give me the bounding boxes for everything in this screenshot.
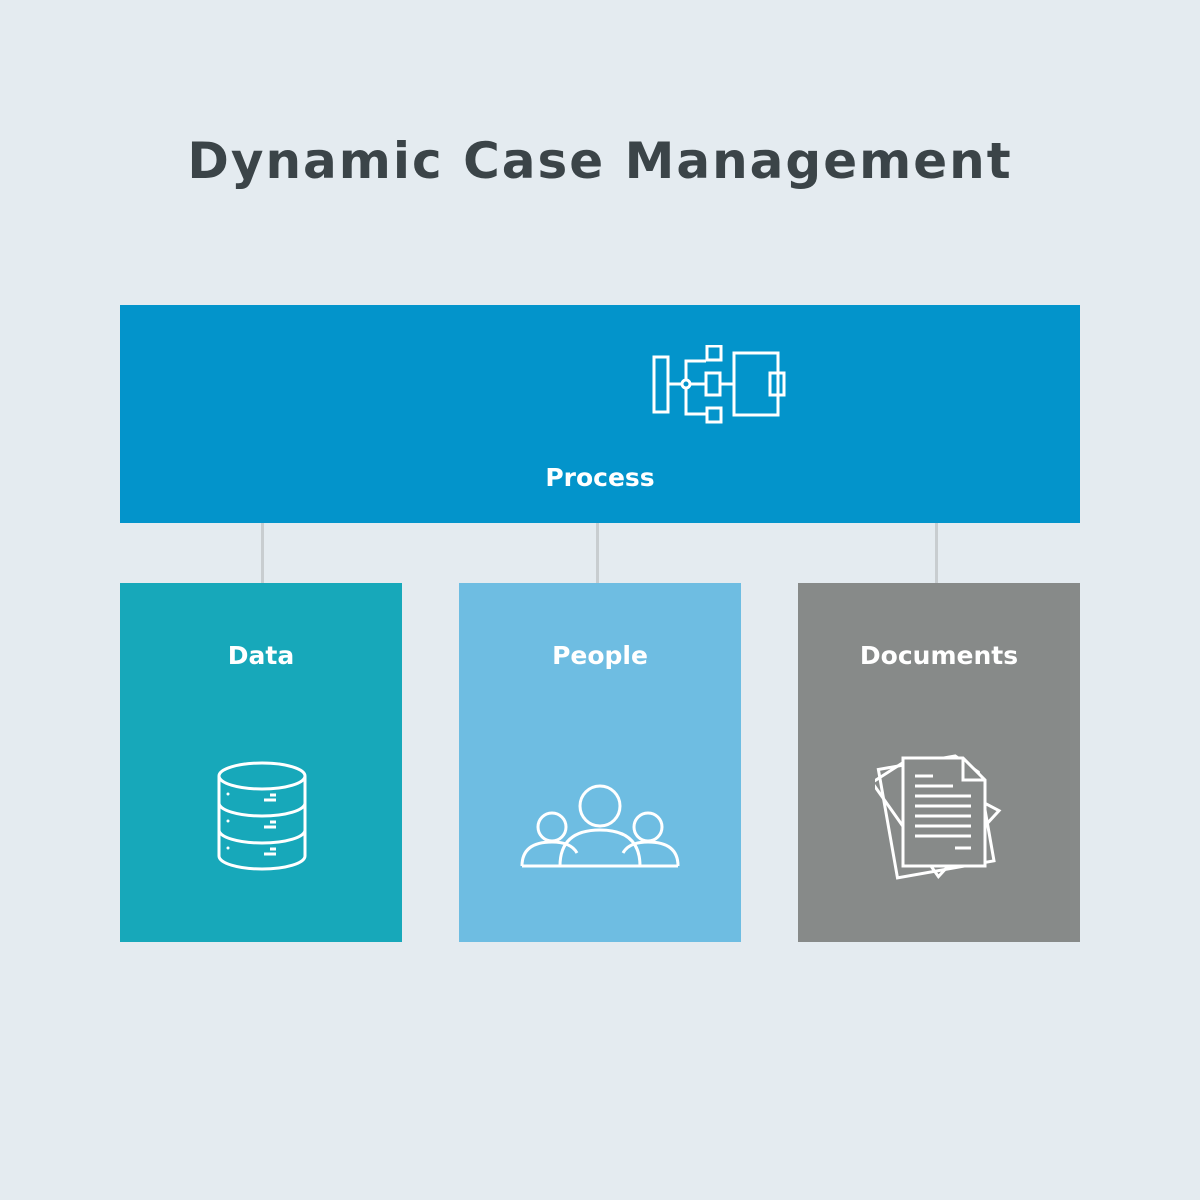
database-icon <box>217 761 307 871</box>
process-box: Process <box>120 305 1080 523</box>
people-group-icon <box>520 784 680 868</box>
documents-card: Documents <box>798 583 1080 942</box>
people-card: People <box>459 583 741 942</box>
connector-people <box>596 523 599 583</box>
connector-data <box>261 523 264 583</box>
process-label: Process <box>545 463 655 492</box>
flowchart-icon <box>652 345 786 424</box>
page-title: Dynamic Case Management <box>187 132 1013 190</box>
documents-label: Documents <box>859 641 1019 670</box>
connector-documents <box>935 523 938 583</box>
documents-icon <box>875 754 1002 880</box>
people-label: People <box>552 641 648 670</box>
data-label: Data <box>227 641 295 670</box>
data-card: Data <box>120 583 402 942</box>
